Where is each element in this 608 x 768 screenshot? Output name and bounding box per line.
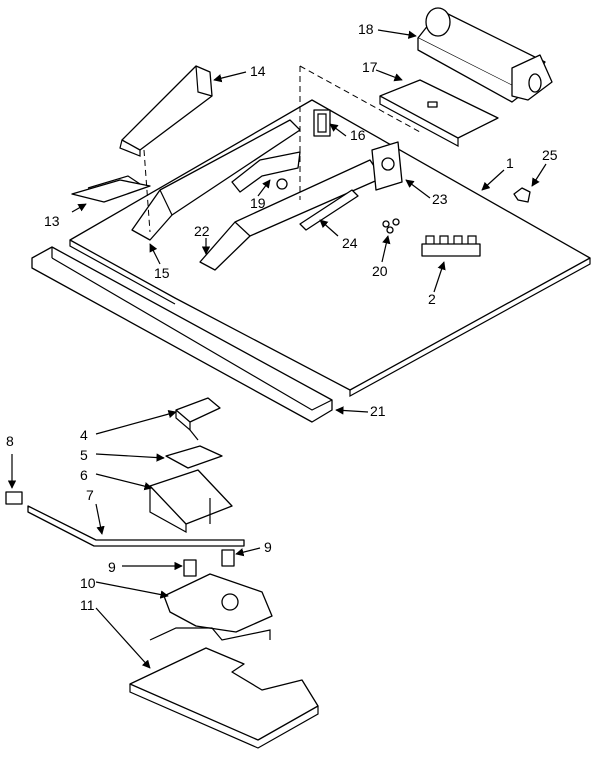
part-17-bracket bbox=[379, 79, 499, 148]
label-21: 21 bbox=[370, 403, 386, 419]
label-14: 14 bbox=[250, 63, 266, 79]
label-23: 23 bbox=[432, 191, 448, 207]
part-18-motor bbox=[417, 7, 553, 103]
label-4: 4 bbox=[80, 427, 88, 443]
part-13-plate bbox=[71, 175, 151, 203]
label-1: 1 bbox=[506, 155, 514, 171]
part-4-switch bbox=[175, 397, 221, 441]
part-5-insulator bbox=[165, 445, 223, 469]
part-21-front-trim bbox=[31, 246, 333, 423]
label-22: 22 bbox=[194, 223, 210, 239]
label-6: 6 bbox=[80, 467, 88, 483]
part-7-rod bbox=[27, 505, 245, 547]
label-15: 15 bbox=[154, 265, 170, 281]
part-23-mount bbox=[371, 141, 403, 191]
part-10-mechanism bbox=[149, 573, 273, 641]
part-25-clip bbox=[513, 187, 531, 203]
alignment-line bbox=[143, 149, 151, 233]
part-8-knob bbox=[5, 491, 23, 505]
label-11: 11 bbox=[80, 597, 95, 613]
part-2-terminal-block bbox=[421, 235, 481, 257]
label-20: 20 bbox=[372, 263, 388, 279]
label-2: 2 bbox=[428, 291, 436, 307]
label-24: 24 bbox=[342, 235, 358, 251]
part-24-rod bbox=[299, 189, 359, 231]
label-10: 10 bbox=[80, 575, 96, 591]
label-5: 5 bbox=[80, 447, 88, 463]
label-16: 16 bbox=[350, 127, 366, 143]
label-17: 17 bbox=[362, 59, 378, 75]
part-9-spacer-left bbox=[183, 559, 197, 577]
part-9-spacer-right bbox=[221, 549, 235, 567]
label-18: 18 bbox=[358, 21, 374, 37]
alignment-line bbox=[299, 65, 421, 133]
part-20-clip bbox=[382, 218, 400, 234]
label-9-right: 9 bbox=[264, 539, 272, 555]
label-7: 7 bbox=[86, 487, 94, 503]
part-6-bracket bbox=[149, 469, 233, 534]
label-9-left: 9 bbox=[108, 559, 116, 575]
label-8: 8 bbox=[6, 433, 14, 449]
label-19: 19 bbox=[250, 195, 266, 211]
label-13: 13 bbox=[44, 213, 60, 229]
label-25: 25 bbox=[542, 147, 558, 163]
part-19-bracket bbox=[231, 151, 301, 193]
part-11-base-plate bbox=[129, 647, 319, 749]
part-14-bracket bbox=[119, 65, 213, 157]
part-labels: 18 17 14 1 25 16 23 19 24 13 22 15 20 2 … bbox=[6, 21, 558, 613]
part-16-box bbox=[313, 109, 331, 137]
leader-lines bbox=[7, 29, 547, 669]
